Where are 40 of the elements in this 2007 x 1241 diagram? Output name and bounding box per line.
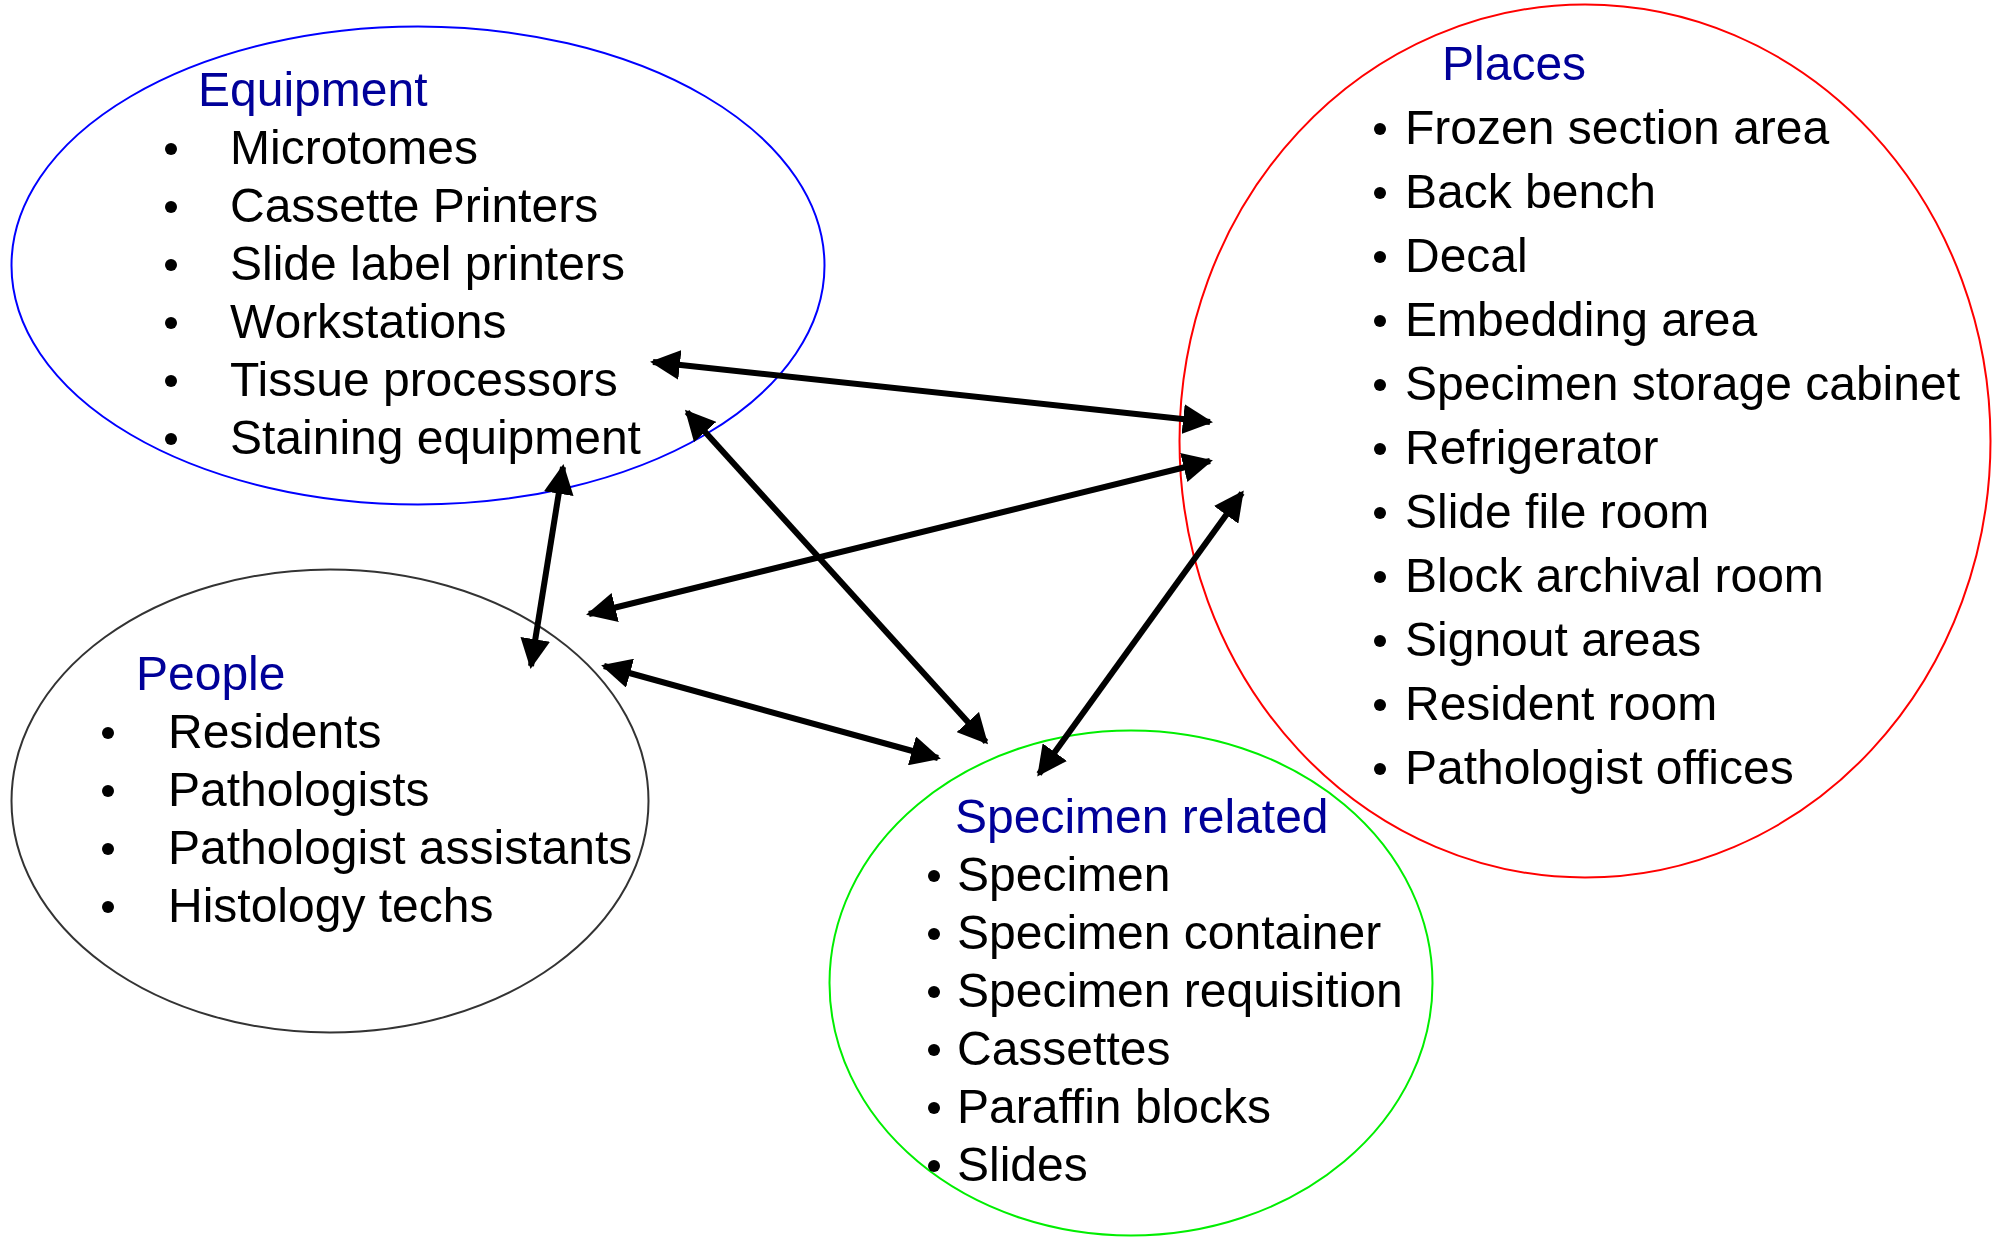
double-arrow (684, 409, 989, 745)
list-item: Slide label printers (230, 236, 625, 292)
list-item: Slide file room (1405, 484, 1710, 540)
double-arrow (520, 464, 574, 669)
list-item: Frozen section area (1405, 100, 1830, 156)
list-item: Signout areas (1405, 612, 1702, 668)
list-item: Specimen container (957, 905, 1382, 961)
list-item: Back bench (1405, 164, 1656, 220)
category-heading: Equipment (198, 62, 428, 118)
double-arrow (1036, 490, 1245, 777)
list-item: Specimen storage cabinet (1405, 356, 1960, 412)
list-item: Workstations (230, 294, 507, 350)
category-heading: People (136, 646, 286, 702)
list-item: Residents (168, 704, 382, 760)
list-item: Tissue processors (230, 352, 618, 408)
list-item: Cassettes (957, 1021, 1171, 1077)
list-item: Cassette Printers (230, 178, 599, 234)
list-item: Pathologist offices (1405, 740, 1794, 796)
category-ellipse (1178, 3, 1992, 879)
list-item: Histology techs (168, 878, 494, 934)
category-ellipse (10, 568, 650, 1034)
list-item: Slides (957, 1137, 1088, 1193)
category-ellipse (10, 25, 826, 506)
list-item: Refrigerator (1405, 420, 1659, 476)
category-heading: Places (1442, 36, 1587, 92)
list-item: Paraffin blocks (957, 1079, 1271, 1135)
list-item: Specimen (957, 847, 1171, 903)
list-item: Embedding area (1405, 292, 1758, 348)
list-item: Specimen requisition (957, 963, 1403, 1019)
double-arrow (650, 350, 1213, 434)
list-item: Pathologist assistants (168, 820, 633, 876)
list-item: Staining equipment (230, 410, 641, 466)
list-item: Decal (1405, 228, 1528, 284)
list-item: Pathologists (168, 762, 430, 818)
double-arrow (601, 658, 941, 766)
double-arrow (586, 452, 1213, 623)
list-item: Block archival room (1405, 548, 1824, 604)
list-item: Resident room (1405, 676, 1718, 732)
category-heading: Specimen related (955, 789, 1329, 845)
list-item: Microtomes (230, 120, 479, 176)
